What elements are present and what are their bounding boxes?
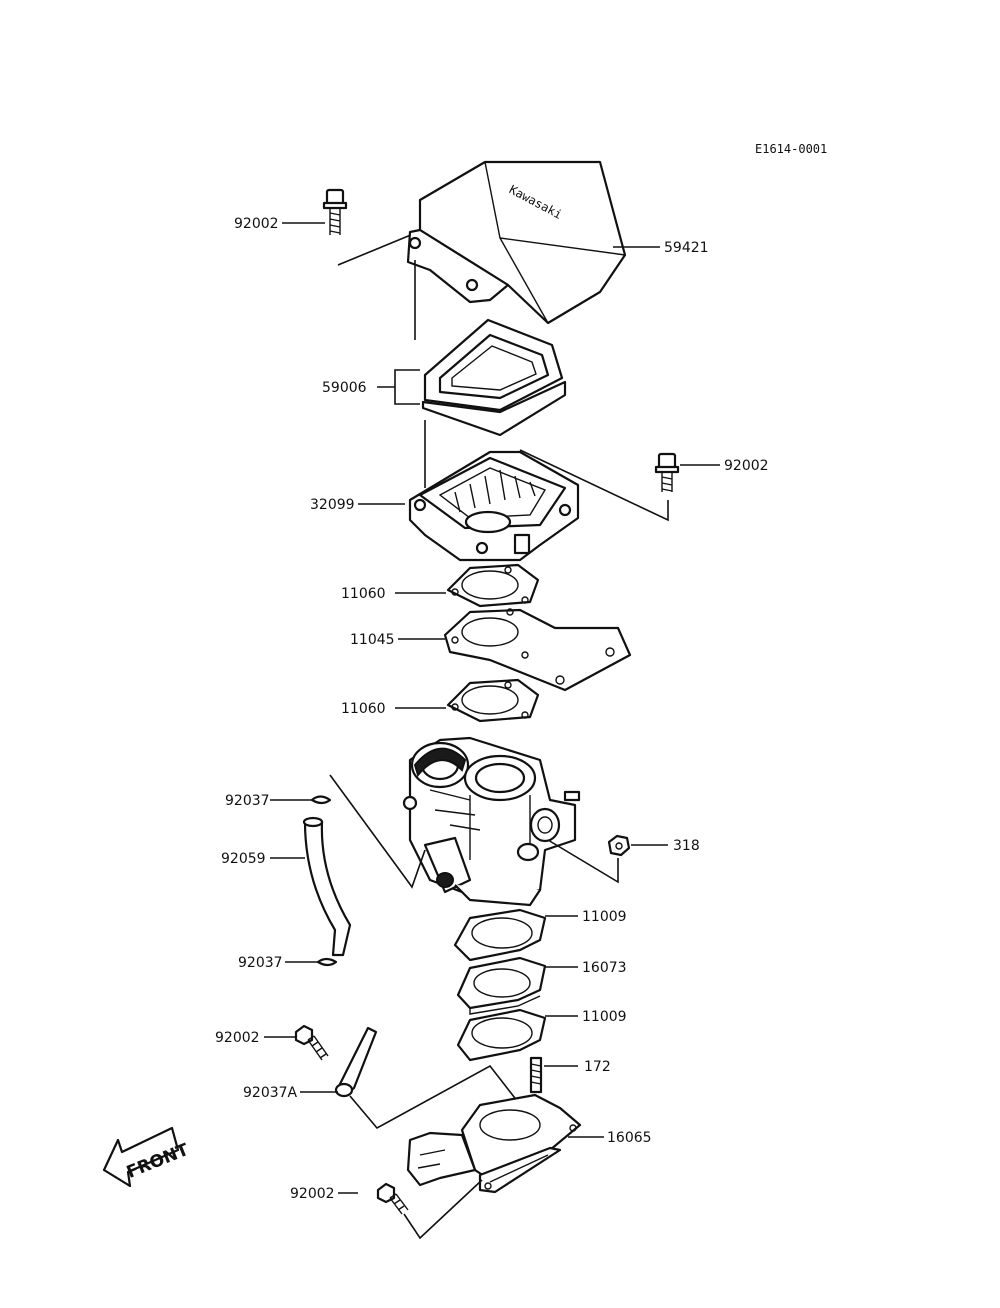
label-bolt-lower-left: 92002 [215, 1030, 260, 1046]
air-cover-part: Kawasaki [406, 160, 627, 325]
label-plate: 11045 [350, 632, 395, 648]
clamp-band-part [334, 1026, 378, 1098]
label-air-cover: 59421 [664, 240, 709, 256]
label-hose: 92059 [221, 851, 266, 867]
carburetor-part [402, 736, 581, 907]
gasket-upper-part [446, 563, 540, 608]
label-bolt-bottom: 92002 [290, 1186, 335, 1202]
label-gasket-upper: 11060 [341, 586, 386, 602]
gasket-carb-lower-part [456, 1008, 547, 1062]
leader-filter-element [377, 369, 420, 405]
assembly-line-bolt-right [519, 449, 669, 522]
label-clamp-lower: 92037 [238, 955, 283, 971]
gasket-lower-part [446, 678, 540, 723]
label-gasket-carb-upper: 11009 [582, 909, 627, 925]
assembly-line-nut [547, 839, 619, 884]
label-stud: 172 [584, 1059, 611, 1075]
assembly-line-hose [329, 774, 426, 889]
plate-part [443, 608, 632, 692]
label-bolt-top-left: 92002 [234, 216, 279, 232]
label-filter-element: 59006 [322, 380, 367, 396]
label-clamp-upper: 92037 [225, 793, 270, 809]
filter-element-part [421, 318, 567, 437]
air-case-part [408, 450, 580, 562]
label-gasket-carb-lower: 11009 [582, 1009, 627, 1025]
diagram-code: E1614-0001 [755, 142, 827, 156]
gasket-carb-upper-part [453, 908, 547, 962]
stud-part [529, 1056, 543, 1094]
label-nut: 318 [673, 838, 700, 854]
label-intake-manifold: 16065 [607, 1130, 652, 1146]
label-air-case: 32099 [310, 497, 355, 513]
front-arrow-icon: FRONT [102, 1126, 192, 1188]
assembly-line-bolt-top-left [337, 231, 419, 266]
label-gasket-lower: 11060 [341, 701, 386, 717]
intake-manifold-part [406, 1093, 582, 1194]
label-insulator: 16073 [582, 960, 627, 976]
bolt-bottom-part [376, 1182, 409, 1215]
clamp-upper-part [310, 795, 332, 805]
assembly-line-clamp-band [349, 1064, 519, 1130]
hose-part [302, 816, 352, 957]
nut-part [607, 834, 631, 857]
assembly-line-bolt-bottom [403, 1179, 483, 1240]
bolt-right-part [654, 452, 680, 492]
label-bolt-right: 92002 [724, 458, 769, 474]
bolt-lower-left-part [294, 1024, 329, 1061]
bolt-top-left-part [322, 188, 348, 235]
clamp-lower-part [316, 957, 338, 967]
label-clamp-band: 92037A [243, 1085, 298, 1101]
insulator-part [456, 956, 547, 1015]
